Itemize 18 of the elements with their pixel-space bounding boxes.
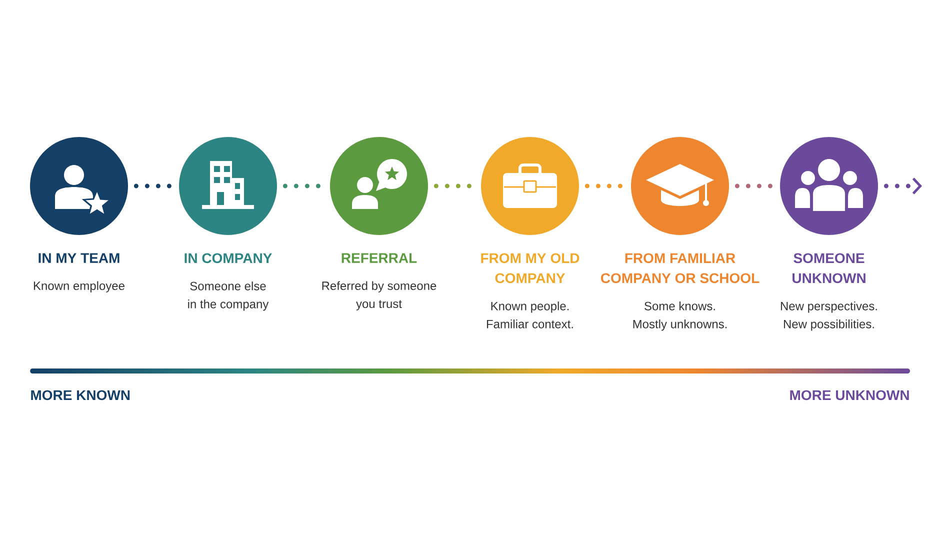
- heading: IN MY TEAM: [38, 253, 120, 263]
- dotted-connector: [584, 184, 626, 188]
- scale-label: MORE KNOWN: [31, 390, 130, 400]
- dotted-arrow: [884, 178, 922, 194]
- description: Known people. Familiar context.: [486, 302, 573, 328]
- description: Known employee: [34, 281, 124, 292]
- scale-label: MORE UNKNOWN: [790, 390, 909, 400]
- description: New perspectives. New possibilities.: [780, 302, 877, 331]
- description: Someone else in the company: [188, 282, 269, 311]
- heading: REFERRAL: [342, 253, 417, 263]
- heading: IN COMPANY: [184, 253, 272, 264]
- dotted-connector: [734, 184, 774, 188]
- description: Referred by someone you trust: [322, 281, 436, 310]
- description: Some knows. Mostly unknowns.: [633, 302, 727, 331]
- heading: SOMEONE UNKNOWN: [792, 253, 866, 284]
- heading: FROM MY OLD COMPANY: [481, 253, 580, 284]
- dotted-connector: [134, 184, 174, 188]
- heading: FROM FAMILIAR COMPANY OR SCHOOL: [601, 253, 760, 284]
